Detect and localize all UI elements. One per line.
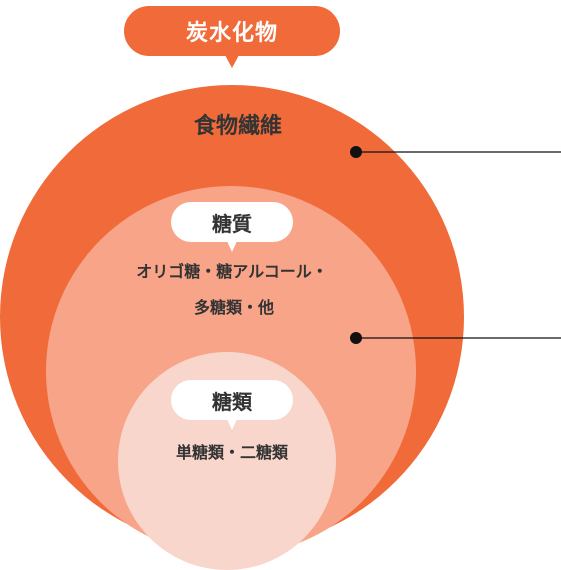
saccharide-pill-text: 糖類 <box>212 389 252 414</box>
sugar-description-line-2: 多糖類・他 <box>193 298 274 317</box>
sugar-pill-text: 糖質 <box>212 211 252 236</box>
sugar-pill: 糖質 <box>171 202 293 252</box>
saccharide-pill: 糖類 <box>171 380 293 430</box>
saccharide-description: 単糖類・二糖類 <box>175 443 288 462</box>
sugar-description-line-1: オリゴ糖・糖アルコール・ <box>136 262 328 281</box>
fiber-label: 食物繊維 <box>193 114 282 139</box>
top-label-carbohydrate: 炭水化物 <box>124 6 340 68</box>
top-label-text: 炭水化物 <box>185 21 278 46</box>
carbohydrate-diagram: 炭水化物 食物繊維 糖質 オリゴ糖・糖アルコール・ 多糖類・他 糖類 単糖類・二… <box>0 6 561 570</box>
